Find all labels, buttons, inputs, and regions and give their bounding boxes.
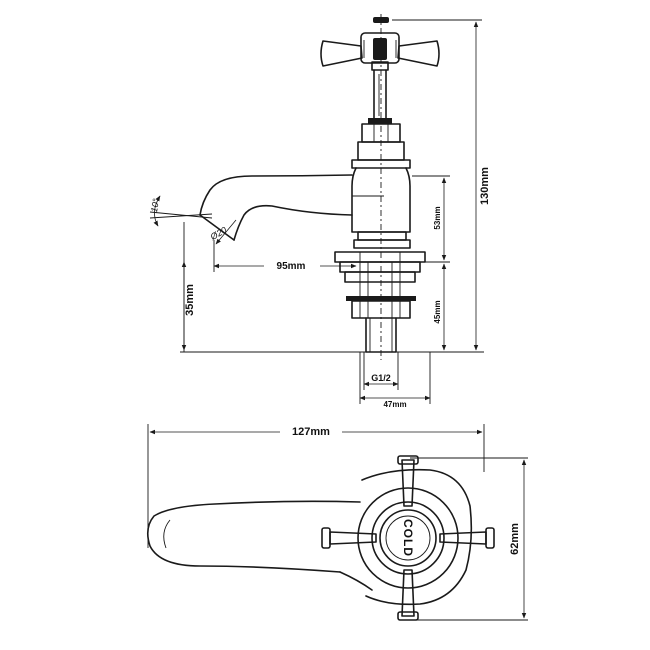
base-plan xyxy=(357,468,473,606)
cross-handle-plan xyxy=(321,455,495,621)
dim-shank-length: 45mm xyxy=(433,300,442,323)
dim-overall-length: 127mm xyxy=(292,426,330,438)
dim-base-height: 35mm xyxy=(184,284,196,316)
spout xyxy=(199,174,384,241)
plan-view: 127mm 62mm xyxy=(146,424,528,621)
spout-plan xyxy=(146,500,373,591)
tap-body xyxy=(351,167,411,249)
dim-total-height: 130mm xyxy=(479,167,491,205)
cold-indicator-label: COLD xyxy=(401,519,415,557)
cross-handle-side xyxy=(320,17,440,71)
dim-spout-reach: 95mm xyxy=(277,261,306,272)
dim-base-width: 47mm xyxy=(383,400,406,409)
dim-thread: G1/2 xyxy=(371,373,391,383)
side-elevation: 130mm 53mm 45mm 95mm 35mm G1/2 47mm 10° … xyxy=(149,14,491,409)
mounting-base xyxy=(334,251,426,319)
dim-spout-to-base: 53mm xyxy=(433,206,442,229)
dim-spout-angle: 10° xyxy=(149,198,161,214)
dim-head-width: 62mm xyxy=(509,523,521,555)
spindle-stem xyxy=(368,69,392,124)
dim-outlet-diameter: Ø20 xyxy=(208,225,229,243)
